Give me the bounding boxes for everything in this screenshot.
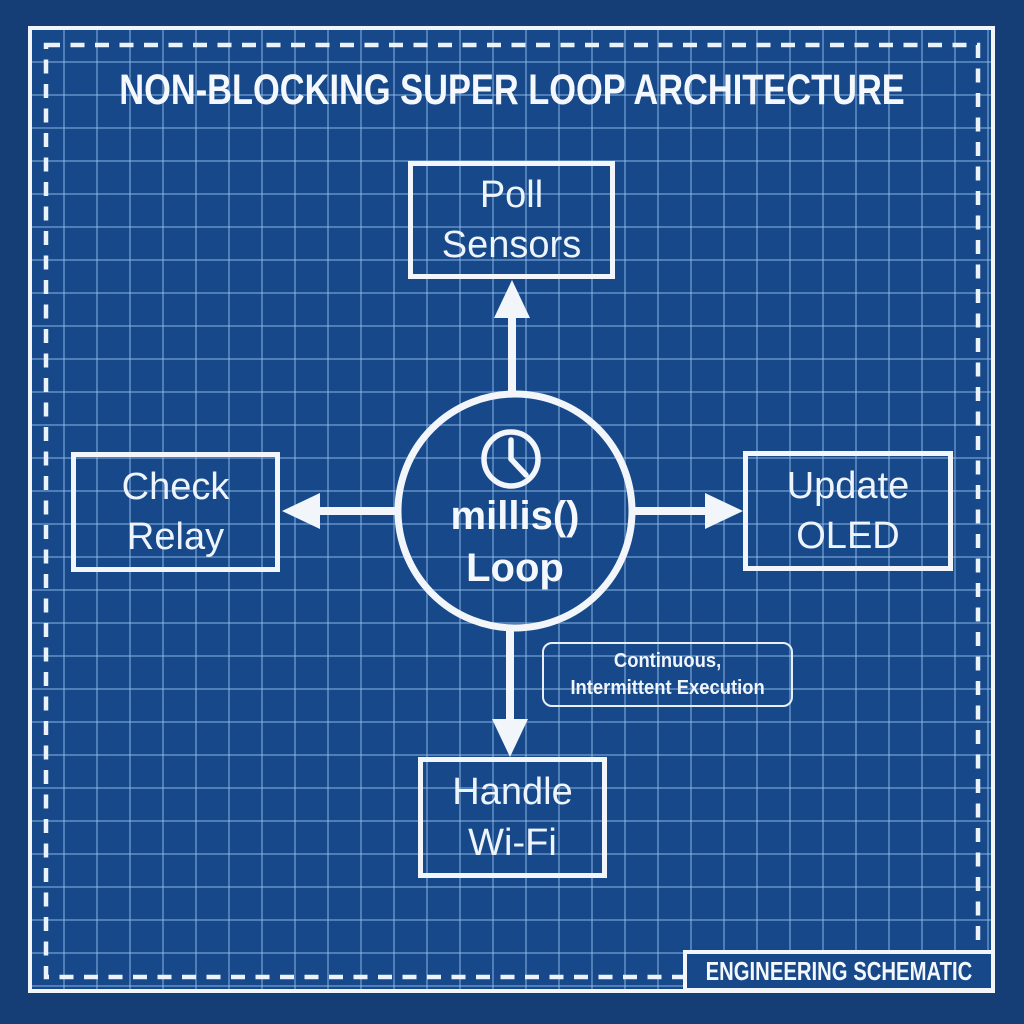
node-update-oled: Update OLED bbox=[743, 451, 953, 571]
center-loop-label: millis() Loop bbox=[450, 494, 580, 590]
engineering-schematic-label: ENGINEERING SCHEMATIC bbox=[705, 955, 973, 986]
node-poll-sensors-label: Poll Sensors bbox=[441, 173, 582, 266]
node-check-relay: Check Relay bbox=[71, 452, 280, 572]
center-loop-circle bbox=[394, 390, 636, 632]
arrow-down bbox=[492, 626, 528, 757]
dashed-border bbox=[43, 42, 981, 980]
execution-annotation: Continuous, Intermittent Execution bbox=[542, 642, 793, 707]
blueprint-frame-grid bbox=[28, 26, 995, 993]
node-update-oled-label: Update OLED bbox=[786, 464, 910, 557]
engineering-schematic-stamp: ENGINEERING SCHEMATIC bbox=[683, 950, 995, 992]
execution-annotation-label: Continuous, Intermittent Execution bbox=[570, 649, 765, 699]
diagram-title: NON-BLOCKING SUPER LOOP ARCHITECTURE bbox=[119, 66, 905, 114]
node-check-relay-label: Check Relay bbox=[121, 465, 230, 558]
arrow-up bbox=[494, 280, 530, 396]
arrow-right bbox=[632, 493, 743, 529]
node-handle-wifi: Handle Wi-Fi bbox=[418, 757, 607, 878]
node-poll-sensors: Poll Sensors bbox=[408, 161, 615, 279]
node-handle-wifi-label: Handle Wi-Fi bbox=[452, 771, 573, 864]
clock-icon bbox=[481, 429, 541, 489]
arrow-left bbox=[282, 493, 398, 529]
